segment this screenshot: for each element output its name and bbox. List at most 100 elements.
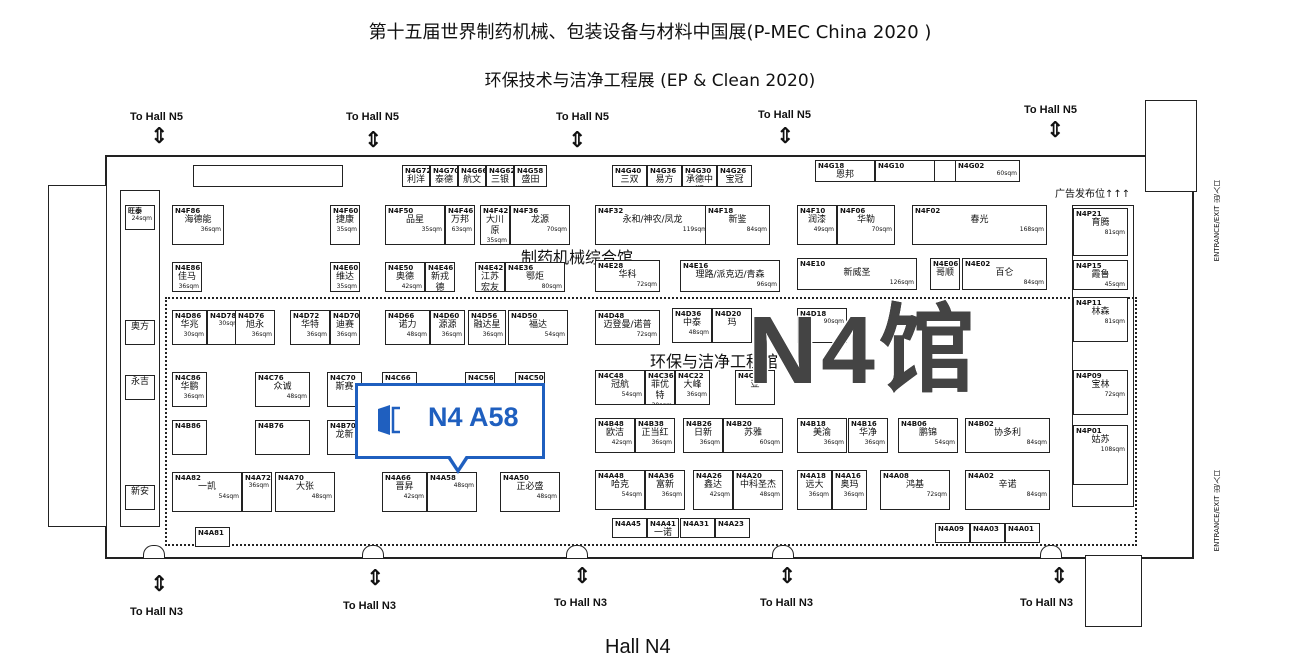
booth-n4c36[interactable]: N4C36菲优特30sqm (645, 370, 675, 405)
booth-n4a23[interactable]: N4A23 (715, 518, 750, 538)
booth-n4a09[interactable]: N4A09 (935, 523, 970, 543)
booth-n4g26[interactable]: N4G26宝冠24sqm (717, 165, 752, 187)
link-bottom-3[interactable]: To Hall N3 (554, 597, 607, 609)
booth-n4a31[interactable]: N4A31 (680, 518, 715, 538)
booth-unnamed-97[interactable]: 永吉 (125, 375, 155, 400)
link-top-3[interactable]: To Hall N5 (556, 111, 609, 123)
booth-n4g62[interactable]: N4G62三银16sqm (486, 165, 514, 187)
booth-unnamed-96[interactable]: 奥方 (125, 320, 155, 345)
booth-n4a01[interactable]: N4A01 (1005, 523, 1040, 543)
booth-n4g18[interactable]: N4G18恩邦36sqm (815, 160, 875, 182)
link-bottom-2[interactable]: To Hall N3 (343, 600, 396, 612)
link-bottom-4[interactable]: To Hall N3 (760, 597, 813, 609)
booth-callout[interactable]: N4 A58 (355, 383, 545, 474)
link-top-4[interactable]: To Hall N5 (758, 109, 811, 121)
booth-n4e42[interactable]: N4E42江苏宏友36sqm (475, 262, 505, 292)
booth-n4g30[interactable]: N4G30承德中润24sqm (682, 165, 717, 187)
entrance-exit-bottom[interactable]: ENTRANCE/EXIT 出/入口 (1213, 470, 1221, 552)
booth-n4g58[interactable]: N4G58盛田21sqm (514, 165, 547, 187)
booth-n4a45[interactable]: N4A45 (612, 518, 647, 538)
booth-n4a03[interactable]: N4A03 (970, 523, 1005, 543)
booth-n4g72[interactable]: N4G72利洋16sqm (402, 165, 430, 187)
link-top-1[interactable]: To Hall N5 (130, 111, 183, 123)
booth-n4a81[interactable]: N4A81 (195, 527, 230, 547)
booth-unnamed-98[interactable]: 新安 (125, 485, 155, 510)
booth-n4g36[interactable]: N4G36易方24sqm (647, 165, 682, 187)
booth-n4b76[interactable]: N4B76 (255, 420, 310, 455)
link-top-2[interactable]: To Hall N5 (346, 111, 399, 123)
booth-n4e46[interactable]: N4E46新戎德42sqm (425, 262, 455, 292)
booth-n4b86[interactable]: N4B86 (172, 420, 207, 455)
booth-n4g10[interactable]: N4G10 (875, 160, 935, 182)
booth-n4g40[interactable]: N4G40三双24sqm (612, 165, 647, 187)
link-top-5[interactable]: To Hall N5 (1024, 104, 1077, 116)
link-bottom-1[interactable]: To Hall N3 (130, 606, 183, 618)
booth-n4g66[interactable]: N4G66航文16sqm (458, 165, 486, 187)
booth-n4g70[interactable]: N4G70泰德16sqm (430, 165, 458, 187)
